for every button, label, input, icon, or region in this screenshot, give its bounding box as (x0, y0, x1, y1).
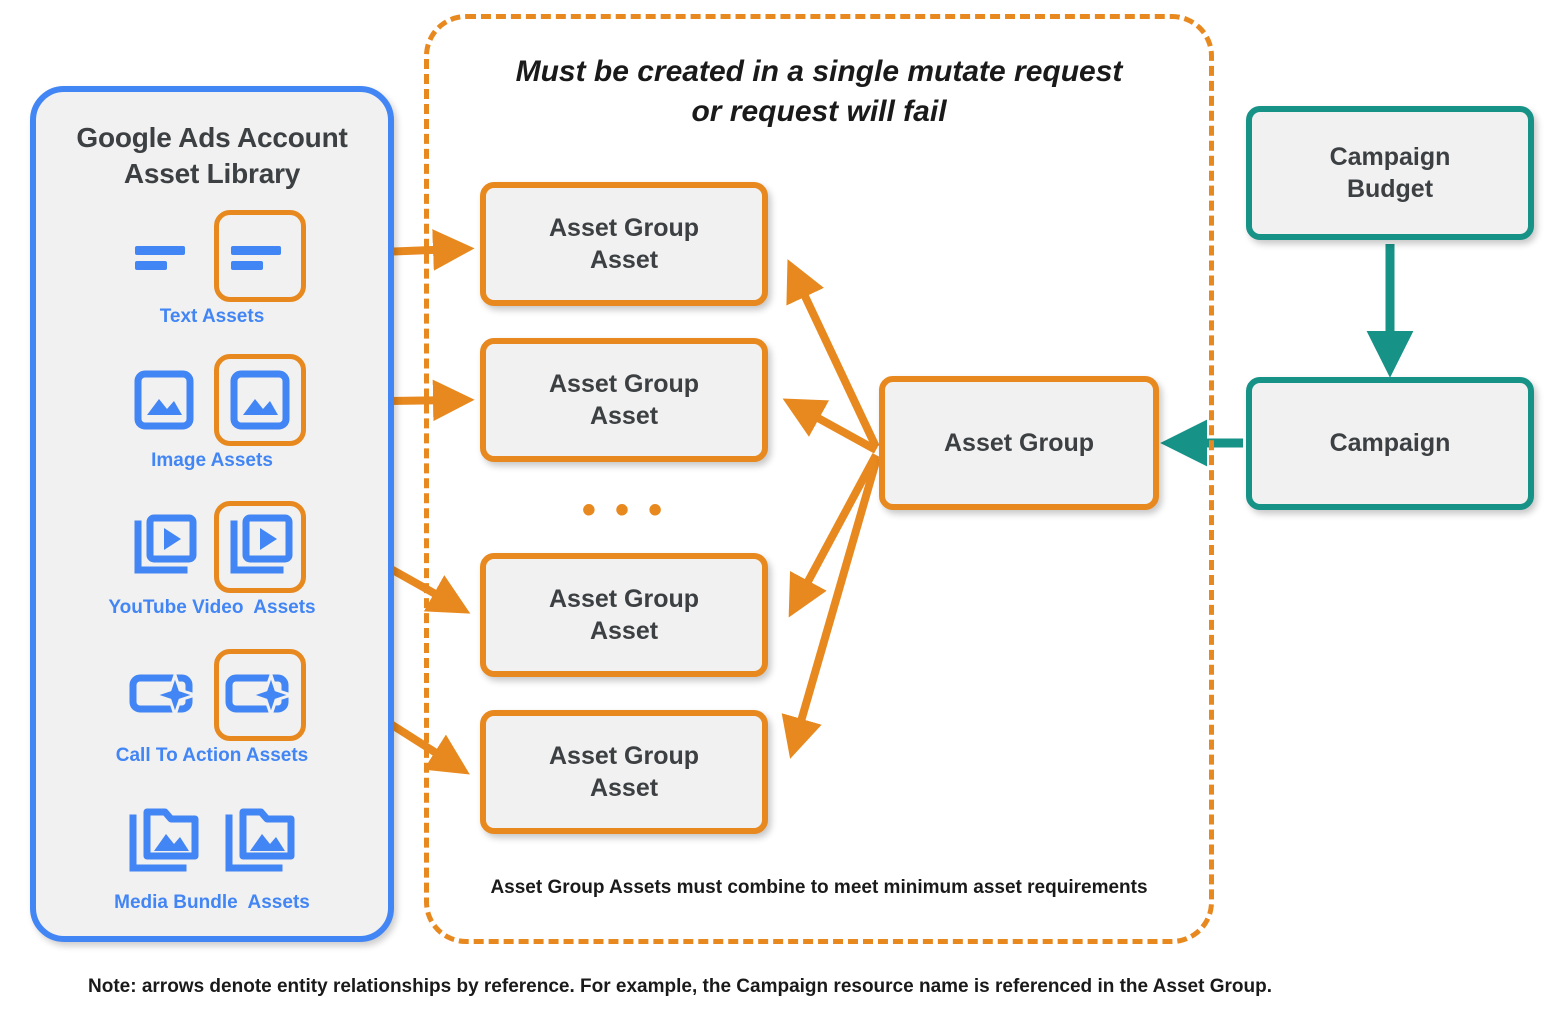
image-icon-selected[interactable] (214, 354, 306, 446)
aga1-line1: Asset Group (548, 213, 700, 242)
aga2-line2: Asset (589, 402, 659, 430)
asset-icon-pair-cta (36, 649, 388, 741)
asset-group-asset-label-3: Asset Group Asset (549, 583, 699, 648)
aga3-line2: Asset (589, 617, 659, 645)
asset-library-title: Google Ads Account Asset Library (36, 120, 388, 192)
bottom-note: Note: arrows denote entity relationships… (88, 976, 1272, 997)
mutate-request-title-line1: Must be created in a single mutate reque… (515, 55, 1123, 88)
campaign-budget-line1: Campaign (1329, 142, 1451, 171)
asset-row-video[interactable]: YouTube Video Assets (36, 501, 388, 619)
asset-label-text: Text Assets (159, 306, 265, 327)
campaign-box[interactable]: Campaign (1246, 377, 1534, 510)
call-to-action-sparkle-icon-selected[interactable] (214, 649, 306, 741)
asset-group-asset-label-1: Asset Group Asset (549, 212, 699, 277)
aga2-line1: Asset Group (548, 369, 700, 398)
asset-row-cta[interactable]: Call To Action Assets (36, 649, 388, 767)
aga3-line1: Asset Group (548, 584, 700, 613)
text-lines-icon-selected[interactable] (214, 210, 306, 302)
asset-group-asset-box-4[interactable]: Asset Group Asset (480, 710, 768, 834)
asset-group-label: Asset Group (943, 428, 1095, 457)
asset-library-title-line1: Google Ads Account (76, 122, 348, 153)
campaign-budget-label: Campaign Budget (1330, 141, 1451, 206)
asset-label-cta: Call To Action Assets (115, 745, 309, 766)
asset-group-asset-box-1[interactable]: Asset Group Asset (480, 182, 768, 306)
text-lines-icon (118, 210, 210, 302)
aga4-line1: Asset Group (548, 741, 700, 770)
asset-label-image: Image Assets (151, 450, 273, 471)
campaign-label: Campaign (1329, 429, 1451, 458)
asset-icon-pair-video (36, 501, 388, 593)
mutate-request-title-line2: or request will fail (691, 94, 947, 128)
mutate-request-container (424, 14, 1214, 944)
asset-group-asset-box-2[interactable]: Asset Group Asset (480, 338, 768, 462)
asset-group-asset-label-4: Asset Group Asset (549, 740, 699, 805)
asset-group-asset-box-3[interactable]: Asset Group Asset (480, 553, 768, 677)
asset-row-media-bundle[interactable]: Media Bundle Assets (36, 796, 388, 914)
campaign-budget-box[interactable]: Campaign Budget (1246, 106, 1534, 240)
aga4-line2: Asset (589, 774, 659, 802)
asset-label-video: YouTube Video Assets (108, 597, 316, 618)
aga1-line2: Asset (589, 246, 659, 274)
asset-label-media-bundle: Media Bundle Assets (114, 892, 310, 913)
mutate-request-footnote: Asset Group Assets must combine to meet … (490, 877, 1148, 898)
call-to-action-sparkle-icon (118, 649, 210, 741)
media-bundle-folder-icon (118, 796, 210, 888)
asset-icon-pair-text (36, 210, 388, 302)
campaign-budget-line2: Budget (1346, 175, 1434, 203)
asset-group-box[interactable]: Asset Group (879, 376, 1159, 510)
asset-row-text[interactable]: Text Assets (36, 210, 388, 328)
video-stack-icon-selected[interactable] (214, 501, 306, 593)
asset-group-asset-label-2: Asset Group Asset (549, 368, 699, 433)
asset-icon-pair-media-bundle (36, 796, 388, 888)
asset-icon-pair-image (36, 354, 388, 446)
asset-library-panel: Google Ads Account Asset Library (30, 86, 394, 942)
mutate-request-title: Must be created in a single mutate reque… (424, 52, 1214, 132)
asset-row-image[interactable]: Image Assets (36, 354, 388, 472)
media-bundle-folder-icon-2 (214, 796, 306, 888)
video-stack-icon (118, 501, 210, 593)
asset-library-title-line2: Asset Library (123, 157, 301, 189)
image-icon (118, 354, 210, 446)
asset-group-asset-ellipsis: • • • (581, 488, 667, 532)
